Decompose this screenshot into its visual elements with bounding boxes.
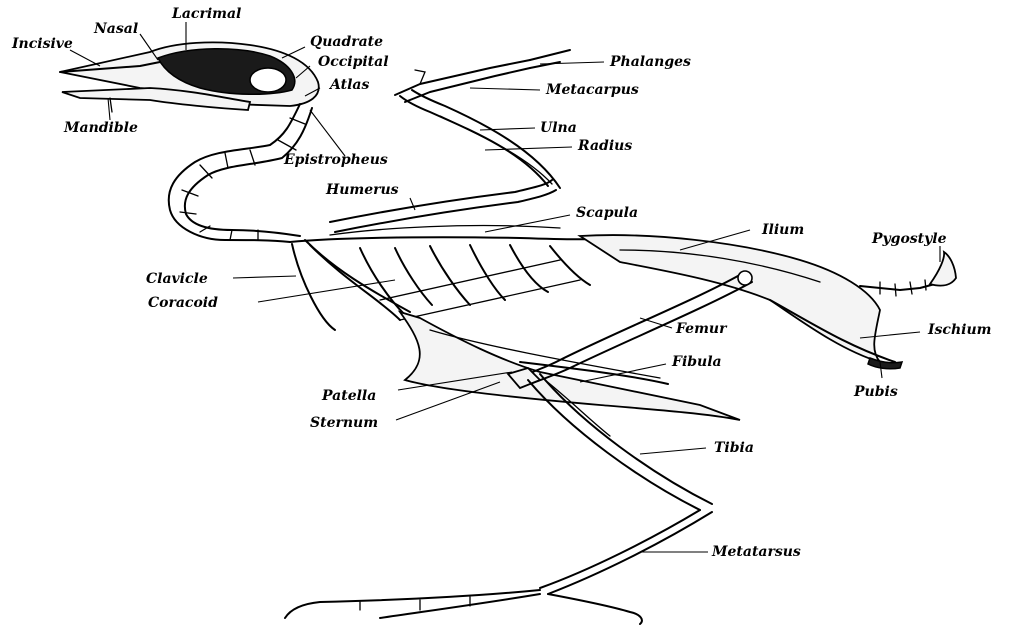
skeleton-drawing [60,42,956,624]
label-ischium: Ischium [927,322,991,338]
label-clavicle: Clavicle [146,271,208,287]
label-metatarsus: Metatarsus [711,544,801,560]
label-nasal: Nasal [93,21,138,37]
label-humerus: Humerus [325,182,399,198]
label-coracoid: Coracoid [148,295,218,311]
label-lacrimal: Lacrimal [171,6,241,22]
label-tibia: Tibia [714,440,754,456]
label-pygostyle: Pygostyle [871,231,947,247]
neck-vertebrae [169,104,312,242]
label-mandible: Mandible [63,120,138,136]
trunk [290,226,610,330]
label-radius: Radius [577,138,632,154]
label-pubis: Pubis [853,384,898,400]
label-ilium: Ilium [761,222,804,238]
label-ulna: Ulna [540,120,577,136]
label-phalanges: Phalanges [609,54,691,70]
label-metacarpus: Metacarpus [545,82,639,98]
label-femur: Femur [675,321,728,337]
label-incisive: Incisive [11,36,73,52]
label-sternum: Sternum [310,415,378,431]
label-patella: Patella [321,388,376,404]
skull [60,42,319,112]
label-scapula: Scapula [576,205,638,221]
label-atlas: Atlas [328,77,369,93]
label-occipital: Occipital [318,54,389,70]
label-fibula: Fibula [671,354,722,370]
pelvis [580,235,956,369]
label-epistropheus: Epistropheus [283,152,388,168]
label-quadrate: Quadrate [310,34,383,50]
